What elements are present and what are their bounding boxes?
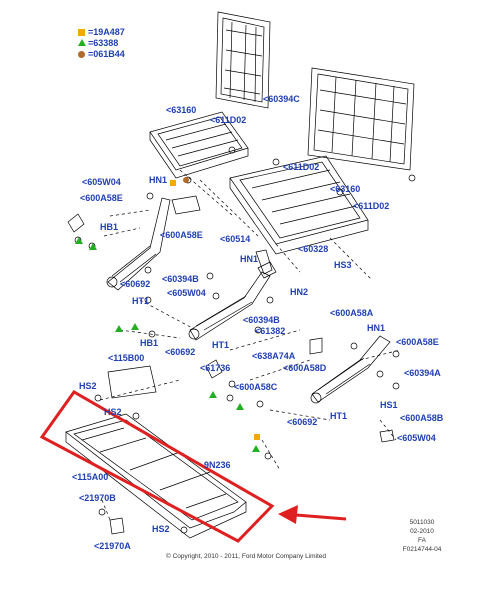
callout-HS3: HS3 [334,260,352,270]
callout-600A58E: <600A58E [396,337,439,347]
circle-marker-icon [78,51,85,58]
fasteners [74,146,400,534]
meta-line: 5011030 [409,519,435,526]
callout-HT1: HT1 [132,296,150,306]
callout-HT1: HT1 [330,411,348,421]
callout-HN2: HN2 [290,287,309,297]
callout-605W04: <605W04 [397,433,436,443]
copyright-notice: © Copyright, 2010 - 2011, Ford Motor Com… [166,553,327,560]
seat-cushion-pan-right [229,155,369,255]
callout-HN1: HN1 [149,175,168,185]
callout-638A74A: <638A74A [252,351,296,361]
legend: =19A487 =63388 =061B44 [78,27,188,60]
callout-60394A: <60394A [404,368,441,378]
callout-63160: <63160 [330,184,361,194]
callout-600A58D: <600A58D [283,363,327,373]
legend-label: =19A487 [88,27,125,37]
callout-60692: <60692 [287,417,318,427]
callout-611D02: <611D02 [353,201,390,211]
callout-HN1: HN1 [240,254,259,264]
callout-21970A: <21970A [94,541,131,551]
callout-63160: <63160 [166,105,197,115]
seat-bracket-right [310,335,391,404]
highlight-arrow [278,505,347,524]
callout-600A58A: <600A58A [330,308,374,318]
seat-bracket-left [106,197,171,291]
callout-HB1: HB1 [100,222,119,232]
callout-600A58C: <600A58C [234,382,278,392]
callout-600A58B: <600A58B [400,413,444,423]
callout-115A00: <115A00 [72,472,109,482]
callout-60692: <60692 [165,347,196,357]
triangle-marker-icon [78,39,86,46]
figure-meta: 5011030 02-2010 FA F0214744-04 [392,518,452,554]
cover-plate [107,365,157,399]
callout-HS2: HS2 [152,524,170,534]
legend-item: =061B44 [78,49,188,60]
callout-611D02: <611D02 [210,115,247,125]
callout-60514: <60514 [220,234,251,244]
callout-60394B: <60394B [162,274,199,284]
callout-600A58E: <600A58E [80,193,123,203]
callout-60394B: <60394B [243,315,280,325]
part-markers [75,177,260,452]
callout-605W04: <605W04 [167,288,206,298]
meta-line: 02-2010 [410,528,434,535]
callout-61736: <61736 [200,363,231,373]
callout-21970B: <21970B [79,493,116,503]
callout-60328: <60328 [298,244,329,254]
callout-115B00: <115B00 [108,353,145,363]
seat-bracket-middle [188,249,273,341]
callout-60394C: <60394C [263,94,300,104]
seat-back-frame-left [215,11,271,109]
legend-label: =061B44 [88,49,125,59]
meta-line: F0214744-04 [402,546,442,553]
callout-HS2: HS2 [79,381,97,391]
highlight-outline [39,390,275,543]
legend-label: =63388 [88,38,119,48]
clip-parts [67,195,395,535]
legend-item: =63388 [78,38,188,49]
seat-cushion-pan-left [149,111,249,179]
seat-back-frame-right [307,67,416,182]
callout-HT1: HT1 [212,340,230,350]
meta-line: FA [418,537,426,544]
callout-HN1: HN1 [367,323,386,333]
callout-HS2: HS2 [104,407,122,417]
legend-item: =19A487 [78,27,188,38]
callout-60692: <60692 [120,279,151,289]
callout-600A58E: <600A58E [160,230,203,240]
callout-9N236: 9N236 [204,460,231,470]
callout-605W04: <605W04 [82,177,121,187]
callout-61382: <61382 [255,326,286,336]
callout-HB1: HB1 [140,338,159,348]
callout-HS1: HS1 [380,400,398,410]
callout-611D02: <611D02 [283,162,320,172]
guide-lines [99,169,401,521]
square-marker-icon [78,29,85,36]
